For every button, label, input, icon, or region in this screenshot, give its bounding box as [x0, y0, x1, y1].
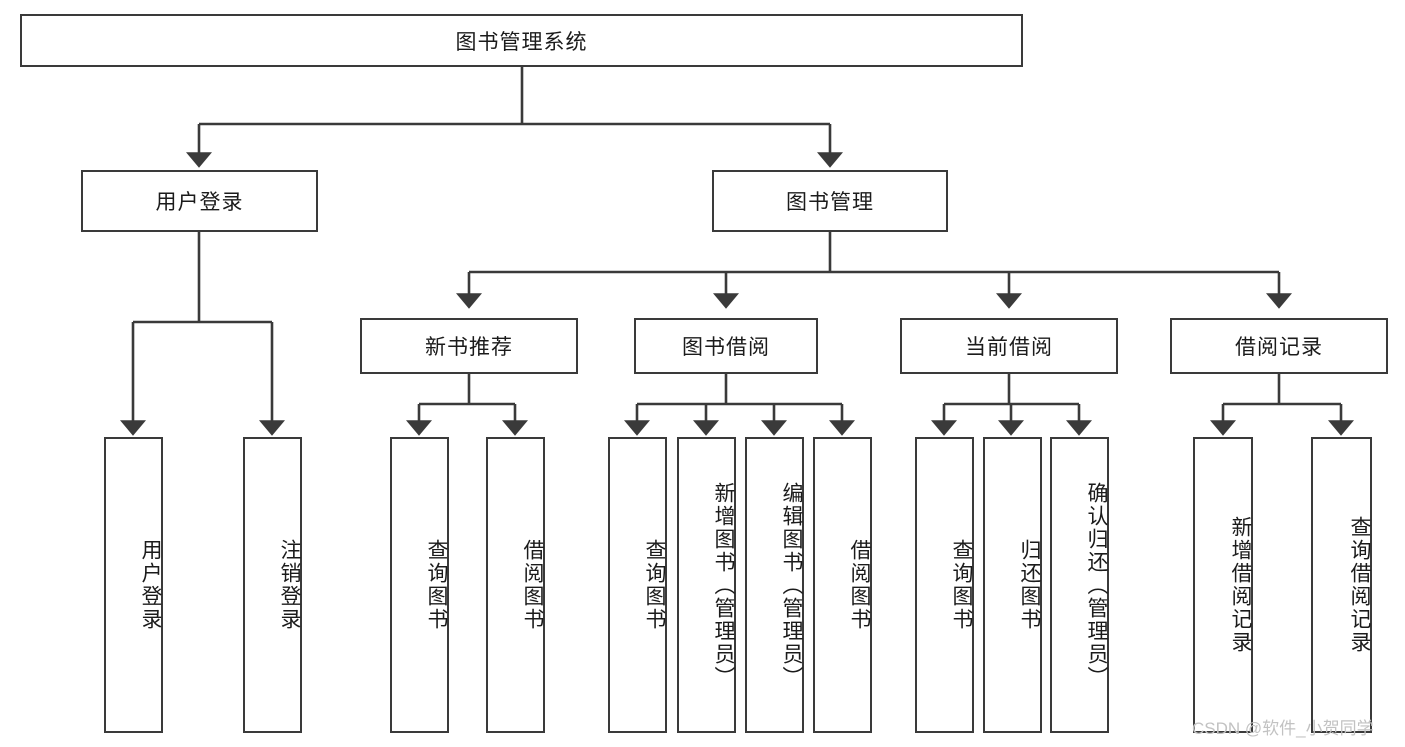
- node-leaf-confirm-return-label: 确认归还（管理员）: [1085, 481, 1108, 689]
- watermark-text: CSDN @软件_小贺同学: [1192, 719, 1374, 738]
- node-leaf-return-book[interactable]: 归还图书: [983, 437, 1042, 733]
- node-leaf-query-record[interactable]: 查询借阅记录: [1311, 437, 1372, 733]
- node-leaf-borrow-book-1-label: 借阅图书: [521, 539, 544, 631]
- node-root[interactable]: 图书管理系统: [20, 14, 1023, 67]
- node-leaf-add-record-label: 新增借阅记录: [1229, 516, 1252, 654]
- node-leaf-query-record-label: 查询借阅记录: [1348, 516, 1371, 654]
- node-current-borrow[interactable]: 当前借阅: [900, 318, 1118, 374]
- node-leaf-add-record[interactable]: 新增借阅记录: [1193, 437, 1253, 733]
- node-borrow-record[interactable]: 借阅记录: [1170, 318, 1388, 374]
- node-leaf-edit-book-label: 编辑图书（管理员）: [780, 481, 803, 689]
- node-user-login-label: 用户登录: [155, 191, 244, 214]
- node-leaf-query-book-3-label: 查询图书: [950, 539, 973, 631]
- node-book-borrow-label: 图书借阅: [682, 336, 770, 359]
- node-leaf-borrow-book-2-label: 借阅图书: [848, 539, 871, 631]
- node-leaf-query-book-1[interactable]: 查询图书: [390, 437, 449, 733]
- node-new-book-rec-label: 新书推荐: [425, 336, 513, 359]
- node-leaf-return-book-label: 归还图书: [1018, 539, 1041, 631]
- node-book-manage-label: 图书管理: [786, 191, 874, 214]
- node-user-login[interactable]: 用户登录: [81, 170, 318, 232]
- node-leaf-query-book-3[interactable]: 查询图书: [915, 437, 974, 733]
- node-leaf-add-book[interactable]: 新增图书（管理员）: [677, 437, 736, 733]
- node-leaf-query-book-1-label: 查询图书: [425, 539, 448, 631]
- node-leaf-query-book-2[interactable]: 查询图书: [608, 437, 667, 733]
- node-leaf-borrow-book-1[interactable]: 借阅图书: [486, 437, 545, 733]
- node-leaf-logout[interactable]: 注销登录: [243, 437, 302, 733]
- node-new-book-rec[interactable]: 新书推荐: [360, 318, 578, 374]
- node-root-label: 图书管理系统: [455, 30, 588, 54]
- node-leaf-user-login-label: 用户登录: [139, 539, 162, 631]
- node-leaf-edit-book[interactable]: 编辑图书（管理员）: [745, 437, 804, 733]
- node-leaf-add-book-label: 新增图书（管理员）: [712, 481, 735, 689]
- node-leaf-borrow-book-2[interactable]: 借阅图书: [813, 437, 872, 733]
- node-leaf-logout-label: 注销登录: [278, 539, 301, 631]
- node-borrow-record-label: 借阅记录: [1235, 336, 1323, 359]
- node-current-borrow-label: 当前借阅: [965, 336, 1053, 359]
- node-leaf-query-book-2-label: 查询图书: [643, 539, 666, 631]
- node-leaf-user-login[interactable]: 用户登录: [104, 437, 163, 733]
- node-leaf-confirm-return[interactable]: 确认归还（管理员）: [1050, 437, 1109, 733]
- node-book-manage[interactable]: 图书管理: [712, 170, 948, 232]
- node-book-borrow[interactable]: 图书借阅: [634, 318, 818, 374]
